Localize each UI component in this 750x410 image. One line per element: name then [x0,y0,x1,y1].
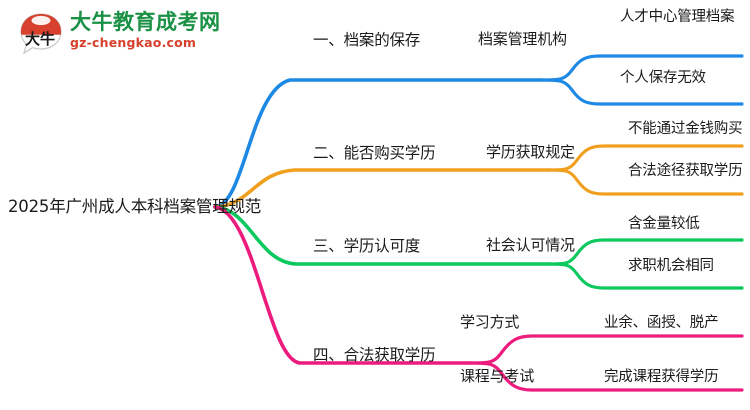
branch-2-leaf-2: 合法途径获取学历 [628,163,743,179]
branch-4-leaf-2: 完成课程获得学历 [604,369,719,385]
branch-3-leaf-2: 求职机会相同 [628,258,714,274]
branch-1-leaf-2: 个人保存无效 [620,70,706,86]
branch-3-leaf-1: 含金量较低 [628,216,700,232]
brand-name-cn: 大牛教育成考网 [70,10,221,34]
branch-2-level2-label: 学历获取规定 [486,143,575,161]
branch-1-leaf-1: 人才中心管理档案 [620,9,735,25]
branch-1-level1-label: 一、档案的保存 [313,31,421,49]
speech-bubble-logo-icon: 大牛 [20,13,62,55]
branch-4-level2-label-1: 学习方式 [460,313,520,331]
branch-1-level2-label: 档案管理机构 [478,30,567,48]
svg-text:大牛: 大牛 [25,30,55,48]
brand-text: 大牛教育成考网 gz-chengkao.com [70,10,250,51]
branch-4-level1-label: 四、合法获取学历 [313,346,436,364]
branch-4-level2-label-2: 课程与考试 [460,367,535,385]
branch-2-leaf-1: 不能通过金钱购买 [628,121,743,137]
branch-3-level1-label: 三、学历认可度 [313,237,421,255]
branch-3-level2-label: 社会认可情况 [486,236,575,254]
mindmap-root-title: 2025年广州成人本科档案管理规范 [8,197,262,216]
brand-name-en: gz-chengkao.com [70,35,197,50]
site-logo: 大牛 大牛教育成考网 gz-chengkao.com [18,9,248,61]
branch-4-leaf-1: 业余、函授、脱产 [604,315,719,331]
branch-2-level1-label: 二、能否购买学历 [313,144,436,162]
